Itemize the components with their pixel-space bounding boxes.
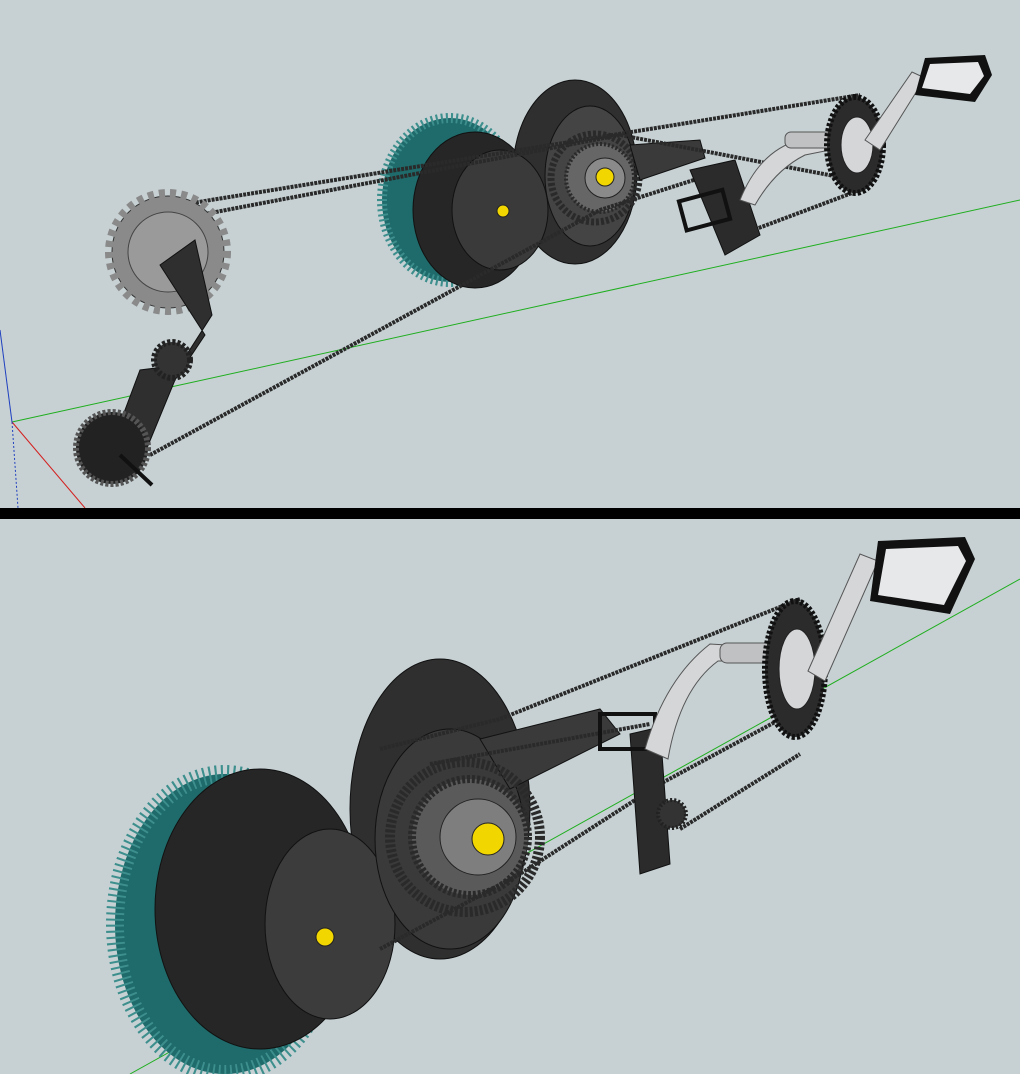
axle-cap-icon [315, 927, 335, 947]
blue-axis-line [0, 329, 13, 423]
crank-arm-right [807, 553, 879, 682]
drive-chain-top [149, 93, 861, 457]
idler-sprocket-small [151, 339, 193, 381]
green-axis-line [11, 199, 1020, 423]
axle-cap-icon [595, 167, 615, 187]
pedal-right-icon [915, 55, 992, 102]
motor-housing-bottom [154, 658, 531, 1050]
blue-axis-dashed [11, 421, 19, 508]
chainring-top [824, 94, 886, 196]
crank-arm-left [739, 139, 831, 206]
idler-sprocket-small [656, 798, 688, 830]
drive-chain-bottom [379, 597, 802, 951]
frame-arm [629, 139, 706, 181]
pedal-right-icon [870, 537, 975, 614]
gear-stack-bottom [385, 757, 545, 917]
pedal-left-icon [676, 187, 733, 233]
rear-bracket [629, 726, 671, 875]
tensioner-arm [109, 239, 213, 466]
axle-cap-icon [471, 822, 505, 856]
model-viewport-bottom[interactable] [0, 519, 1020, 1074]
model-scene-bottom [106, 537, 1020, 1074]
model-scene-top [0, 55, 1020, 508]
axle-cap-icon [496, 204, 510, 218]
view-divider [0, 508, 1020, 519]
model-viewport-top[interactable] [0, 0, 1020, 508]
rear-bracket [689, 159, 761, 256]
red-axis-line [11, 421, 86, 508]
tensioner-bolt [118, 453, 154, 487]
